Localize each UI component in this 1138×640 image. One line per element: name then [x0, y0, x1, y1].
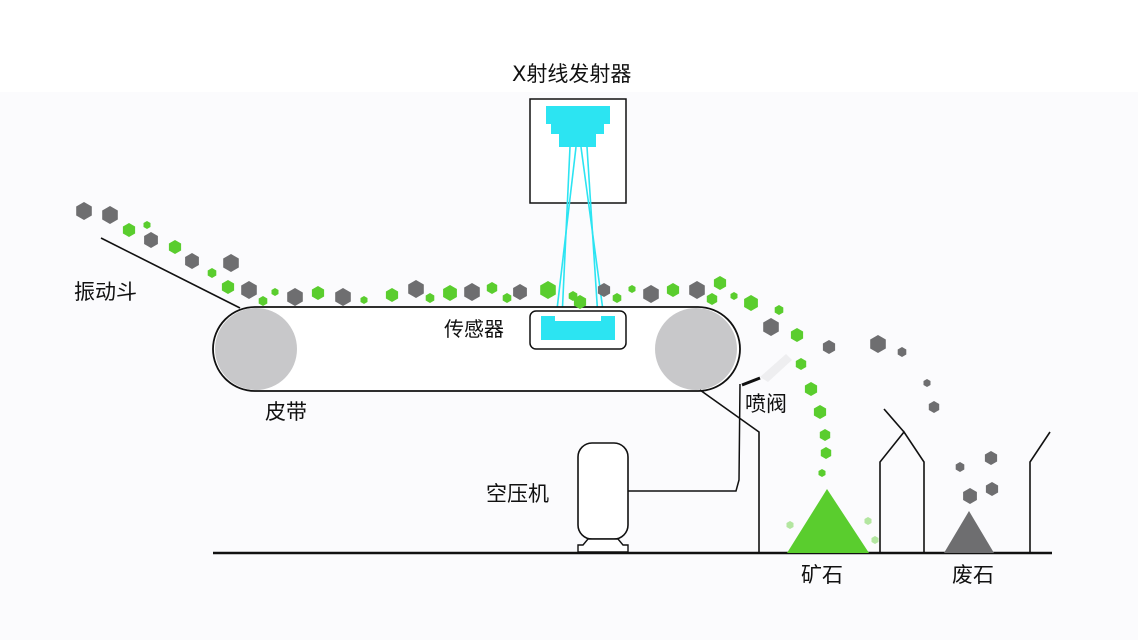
waste-chute-walls: [879, 408, 1051, 553]
compressor-base: [577, 538, 629, 553]
belt-label: 皮带: [265, 400, 307, 424]
waste-particle: [822, 340, 836, 354]
ore-particle: [486, 282, 498, 294]
waste-pile: [944, 511, 994, 553]
ore-particle: [628, 285, 636, 293]
sensor-detector: [541, 316, 615, 340]
ore-particle: [207, 268, 217, 278]
compressor-label: 空压机: [486, 482, 549, 506]
waste-particle: [223, 254, 239, 272]
waste-particle: [689, 281, 705, 299]
valve-label: 喷阀: [745, 392, 787, 416]
waste-particle: [923, 379, 931, 387]
waste-particle: [464, 283, 480, 301]
ore-particle: [443, 285, 457, 301]
sensor-label: 传感器: [444, 317, 504, 341]
ore-particle: [666, 283, 680, 297]
waste-particle: [928, 401, 940, 413]
ore-particle: [818, 469, 826, 477]
air-hose: [628, 383, 741, 492]
waste-particle: [335, 288, 351, 306]
particle-stream: [76, 202, 999, 544]
waste-label: 废石: [952, 563, 994, 587]
waste-particle: [897, 347, 907, 357]
ore-particle: [795, 358, 807, 370]
ore-particle: [311, 286, 325, 300]
ore-label: 矿石: [801, 563, 843, 587]
ore-particle: [540, 281, 556, 299]
valve: [741, 354, 792, 387]
compressor-tank: [577, 442, 629, 540]
ore-particle: [786, 521, 794, 529]
ore-particle: [813, 405, 827, 419]
air-compressor: [577, 383, 741, 553]
ore-particle: [774, 305, 784, 315]
ore-particle: [713, 276, 727, 290]
ore-particle: [612, 293, 622, 303]
ore-particle: [819, 429, 831, 441]
air-jet: [760, 354, 792, 382]
ore-particle: [706, 293, 718, 305]
ore-particle: [790, 328, 804, 342]
right-roller: [655, 308, 737, 390]
ore-particle: [502, 293, 512, 303]
xray-emitter-label: X射线发射器: [512, 62, 632, 86]
vibrating-hopper: [100, 237, 241, 309]
sensor: [529, 310, 627, 350]
valve-nozzle: [741, 376, 761, 387]
vibrating-hopper-label: 振动斗: [74, 280, 137, 304]
waste-particle: [287, 288, 303, 306]
ore-particle: [143, 221, 151, 229]
ore-particle: [573, 295, 587, 309]
ore-particle: [360, 296, 368, 304]
xray-emitter: [529, 98, 627, 319]
left-roller: [215, 308, 297, 390]
ore-pile: [787, 489, 869, 553]
ore-particle: [864, 517, 872, 525]
waste-particle: [643, 285, 659, 303]
ore-particle: [385, 288, 399, 302]
waste-particle: [763, 318, 779, 336]
emitter-source: [546, 106, 610, 147]
ore-particle: [271, 288, 279, 296]
waste-particle: [408, 280, 424, 298]
waste-particle: [955, 462, 965, 472]
ore-particle: [122, 223, 136, 237]
waste-particle: [102, 206, 118, 224]
waste-particle: [144, 232, 158, 248]
ore-particle: [820, 447, 832, 459]
ore-particle: [221, 280, 235, 294]
waste-particle: [963, 488, 977, 504]
waste-particle: [597, 283, 611, 297]
ore-particle: [730, 292, 738, 300]
waste-particle: [185, 253, 199, 269]
waste-particle: [241, 281, 257, 299]
waste-particle: [985, 482, 999, 496]
waste-particle: [870, 335, 886, 353]
waste-particle: [984, 451, 998, 465]
ore-particle: [425, 293, 435, 303]
waste-particle: [513, 284, 527, 300]
ore-particle: [744, 295, 758, 311]
support-frame: [699, 389, 760, 553]
ore-particle: [804, 382, 818, 396]
ore-particle: [168, 240, 182, 254]
waste-particle: [76, 202, 92, 220]
ore-particle: [871, 536, 879, 544]
ore-particle: [258, 296, 268, 306]
